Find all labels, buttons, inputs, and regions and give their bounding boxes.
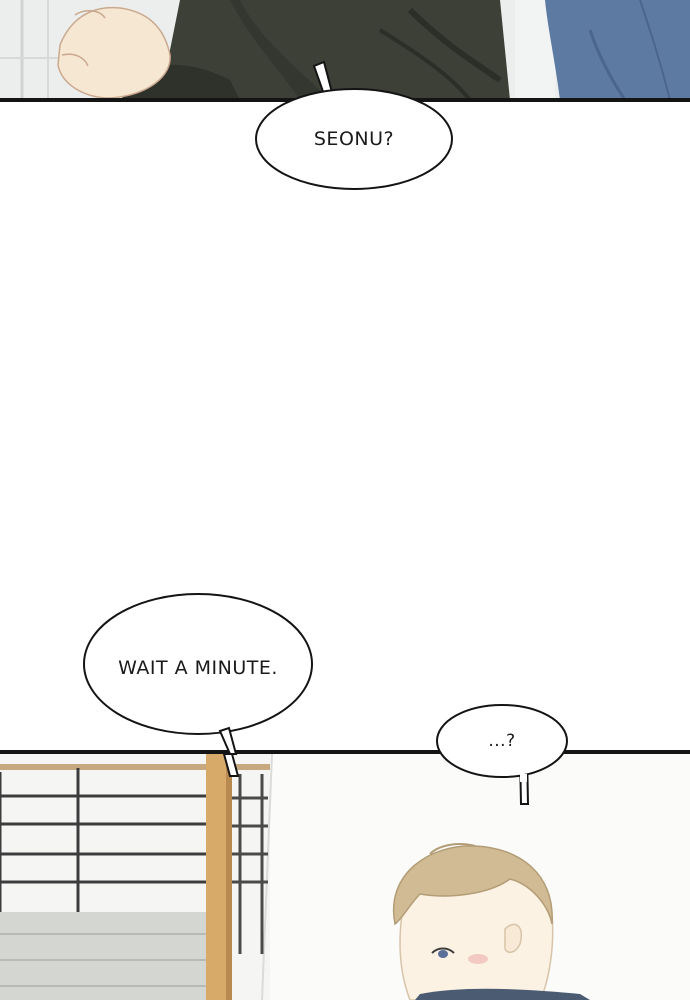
panel-border-top [0,98,690,102]
top-comic-panel [0,0,690,100]
bottom-comic-panel [0,754,690,1000]
speech-text-ellipsis: ...? [488,731,516,751]
top-panel-art [0,0,690,100]
panel-border-bottom [0,750,690,754]
bottom-panel-art [0,754,690,1000]
speech-text-seonu: SEONU? [313,128,395,150]
speech-text-wait: WAIT A MINUTE. [118,657,278,679]
